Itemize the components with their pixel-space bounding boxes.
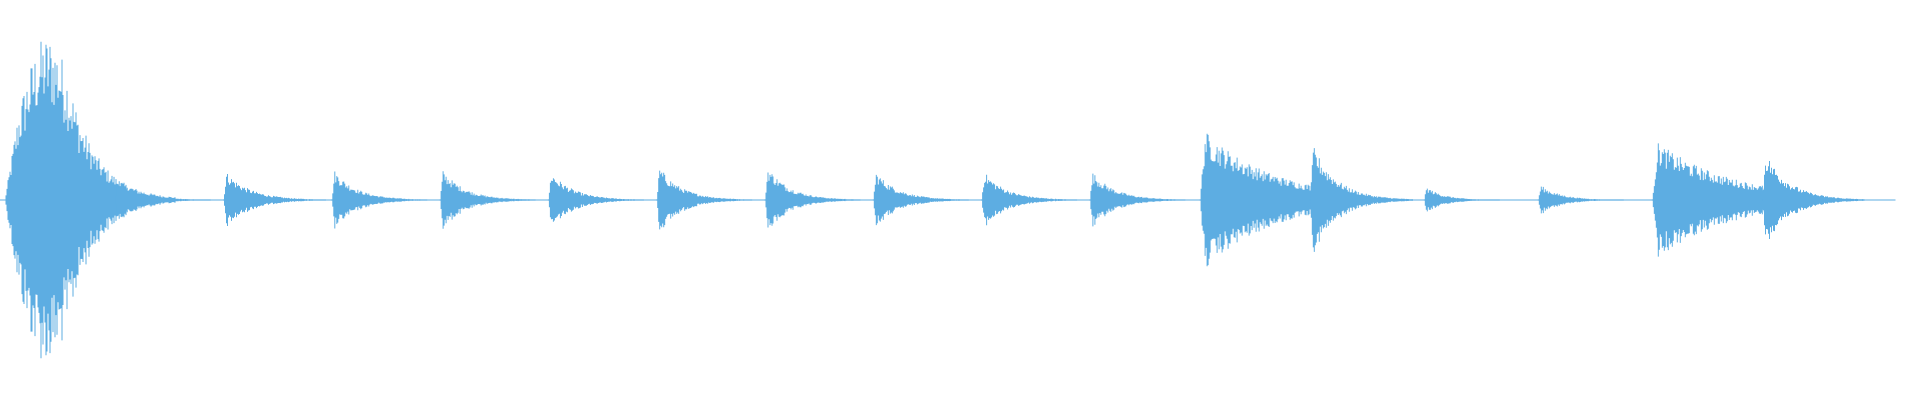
waveform-hit-14 [1537, 186, 1624, 214]
waveform-events [5, 41, 1865, 359]
waveform-hit-3-shape [331, 171, 428, 229]
waveform-hit-7-shape [764, 172, 861, 228]
waveform-hit-3 [331, 171, 428, 229]
waveform-hit-10-shape [1089, 173, 1186, 227]
waveform-hit-16 [1762, 161, 1865, 239]
waveform-hit-12 [1309, 148, 1413, 252]
waveform-hit-12-shape [1309, 148, 1413, 252]
waveform-hit-9-shape [981, 174, 1078, 226]
waveform-hit-6 [656, 170, 753, 230]
waveform-hit-8-shape [872, 174, 969, 226]
waveform-hit-5 [547, 178, 644, 222]
waveform-hit-14-shape [1537, 186, 1624, 214]
waveform-hit-1-shape [114, 181, 211, 219]
waveform-hit-16-shape [1762, 161, 1865, 239]
waveform-hit-13 [1423, 188, 1500, 212]
waveform-hit-10 [1089, 173, 1186, 227]
waveform-hit-9 [981, 174, 1078, 226]
waveform-hit-8 [872, 174, 969, 226]
waveform-hit-2-shape [223, 174, 326, 226]
waveform-hit-7 [764, 172, 861, 228]
waveform-hit-6-shape [656, 170, 753, 230]
waveform-hit-4 [439, 171, 536, 229]
waveform-hit-4-shape [439, 171, 536, 229]
waveform-hit-2 [223, 174, 326, 226]
waveform-hit-13-shape [1423, 188, 1500, 212]
waveform-hit-1 [114, 181, 211, 219]
waveform-hit-5-shape [547, 178, 644, 222]
